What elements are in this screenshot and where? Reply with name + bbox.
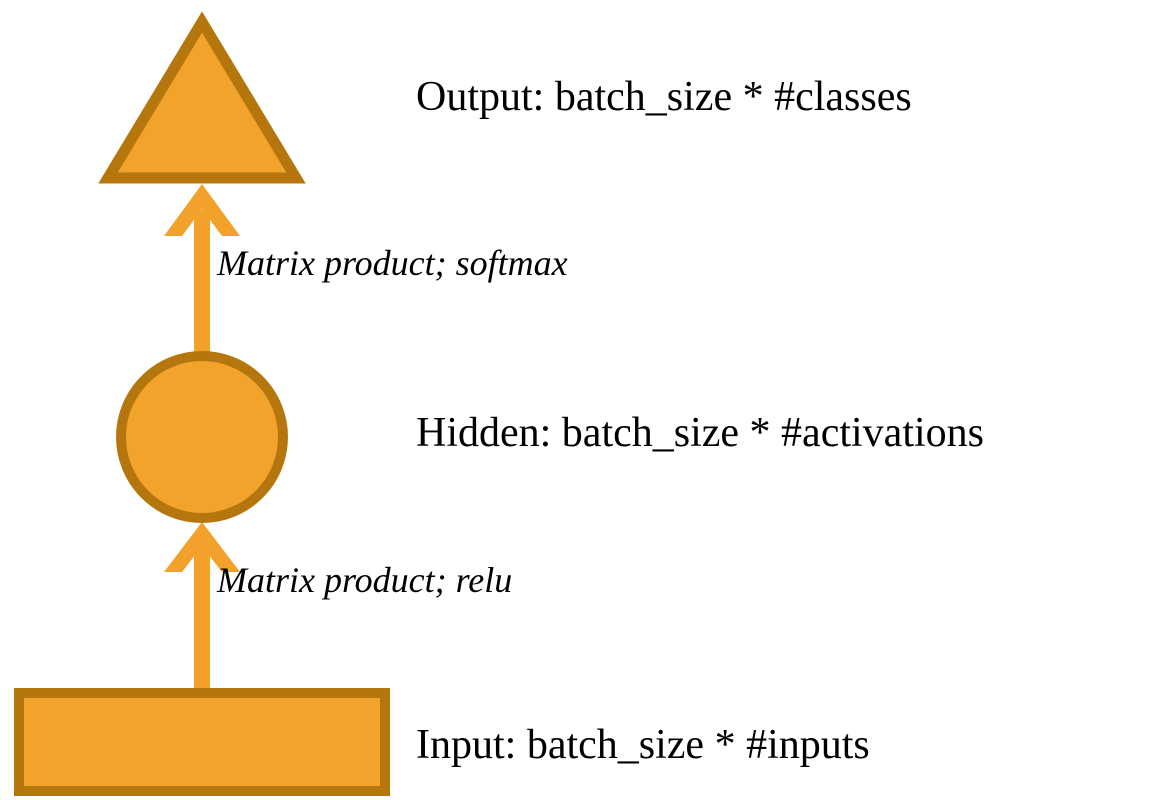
arrow-head-hidden-to-output [164,184,240,236]
edge-label-hidden-to-output: Matrix product; softmax [217,243,568,283]
edge-label-input-to-hidden: Matrix product; relu [217,560,513,600]
arrow-shaft-hidden-to-output [194,210,210,362]
node-hidden-circle[interactable] [116,351,288,523]
node-label-input: Input: batch_size * #inputs [416,722,870,768]
node-input-rectangle[interactable] [14,688,390,796]
arrow-head-input-to-hidden [164,522,240,572]
edge-input-to-hidden [164,522,240,691]
node-label-hidden: Hidden: batch_size * #activations [416,410,985,456]
node-output-triangle[interactable] [98,11,306,184]
edge-hidden-to-output [164,184,240,362]
node-label-output: Output: batch_size * #classes [416,74,912,120]
arrow-shaft-input-to-hidden [194,545,210,691]
